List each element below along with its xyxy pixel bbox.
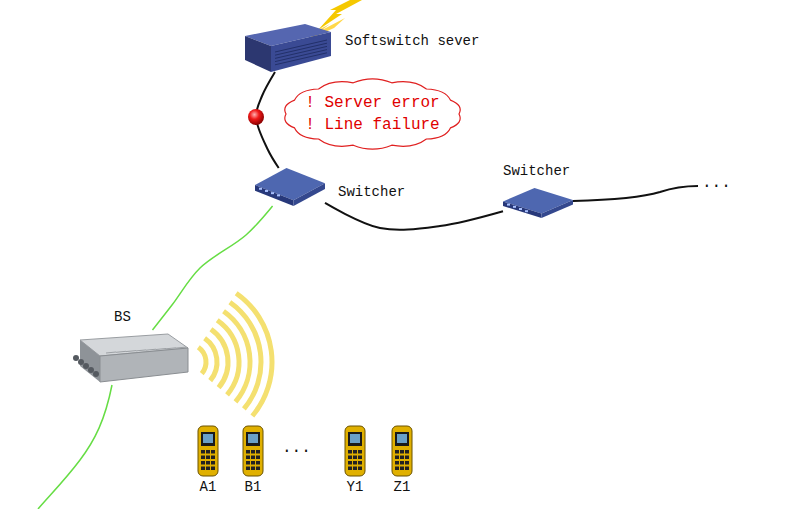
wave-arc xyxy=(205,338,217,380)
device-label: Y1 xyxy=(347,480,364,494)
handset: Z1 xyxy=(390,426,414,476)
ellipsis-label: ... xyxy=(702,175,731,191)
switch-icon xyxy=(255,168,325,206)
callout-cloud: ! Server error! Line failure xyxy=(280,76,465,152)
handset: Y1 xyxy=(343,426,367,476)
switch-node: Switcher xyxy=(503,188,573,218)
wave-arc xyxy=(224,311,250,402)
cloud-outline xyxy=(280,76,465,152)
phone-icon xyxy=(241,426,265,476)
switch-icon xyxy=(503,188,573,218)
green-wire xyxy=(38,385,112,509)
phone-icon xyxy=(343,426,367,476)
wave-arc xyxy=(211,329,228,387)
base-station: BS xyxy=(72,330,190,385)
wire xyxy=(573,186,698,201)
device-label: Switcher xyxy=(338,185,405,199)
server-node: Softswitch sever xyxy=(245,24,331,72)
error-text: ! Server error xyxy=(305,92,439,114)
wave-arc xyxy=(236,293,272,416)
fault-dot xyxy=(248,109,264,125)
device-label: B1 xyxy=(245,480,262,494)
device-label: Z1 xyxy=(394,480,411,494)
phone-icon xyxy=(196,426,220,476)
link-line xyxy=(152,206,272,330)
device-label: BS xyxy=(114,310,131,324)
wave-arc xyxy=(198,347,206,373)
bs-icon xyxy=(72,330,190,385)
wireless-waves xyxy=(198,293,272,416)
device-label: Softswitch sever xyxy=(345,34,479,48)
ellipsis-label: ... xyxy=(282,440,311,456)
server-icon xyxy=(245,24,331,72)
lightning-bolt xyxy=(318,0,362,30)
device-label: Switcher xyxy=(503,164,570,178)
wave-arc xyxy=(230,302,261,409)
wave-arc xyxy=(217,320,239,395)
handset: B1 xyxy=(241,426,265,476)
link-line xyxy=(325,203,503,230)
error-text: ! Line failure xyxy=(305,114,439,136)
switch-node: Switcher xyxy=(255,168,325,206)
phone-icon xyxy=(390,426,414,476)
callout-text: ! Server error! Line failure xyxy=(280,76,465,152)
device-label: A1 xyxy=(200,480,217,494)
handset: A1 xyxy=(196,426,220,476)
